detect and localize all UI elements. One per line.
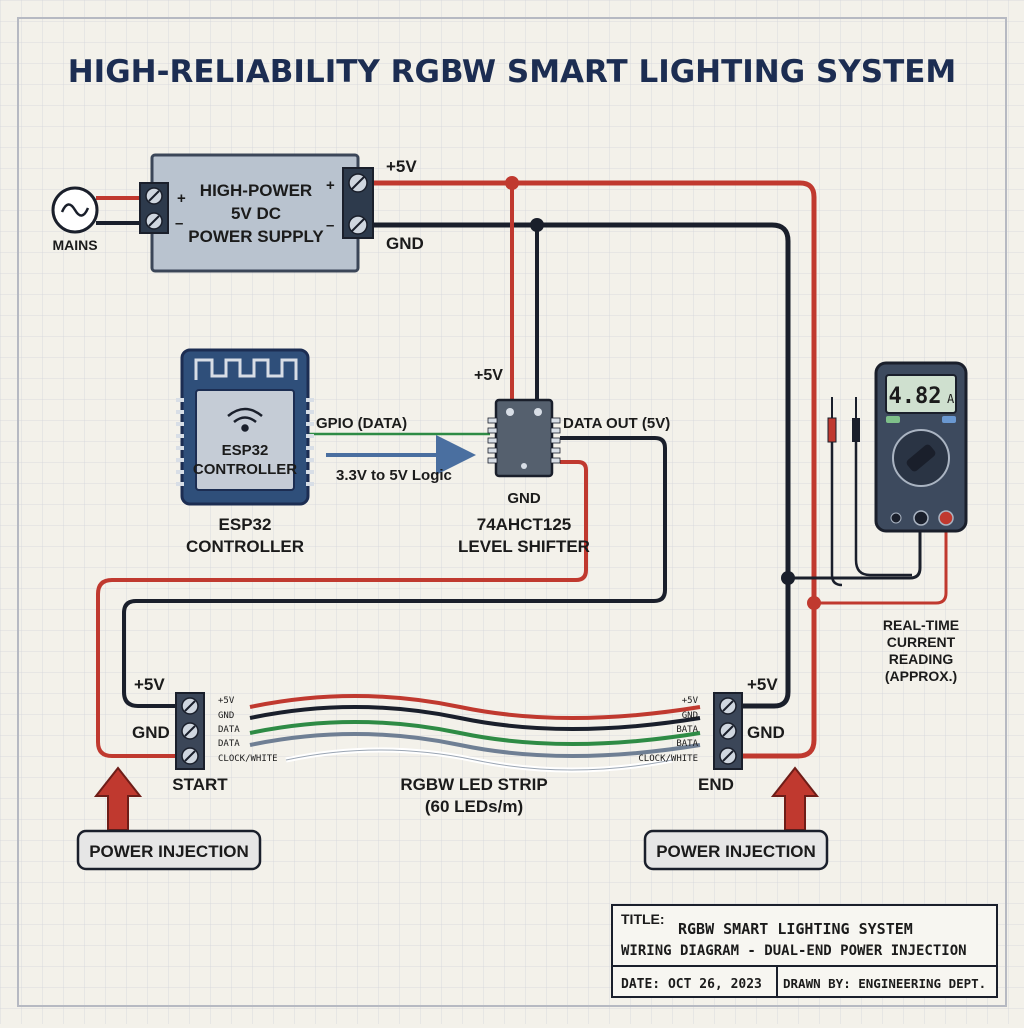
end-gnd-label: GND xyxy=(747,723,785,742)
end-pin-1: +5V xyxy=(682,696,699,706)
esp32-chip-line-1: ESP32 xyxy=(222,442,269,459)
title-block-date: DATE: OCT 26, 2023 xyxy=(621,977,762,992)
start-pin-3: DATA xyxy=(218,725,240,735)
junction-plus5v xyxy=(505,176,519,190)
start-plus5v-label: +5V xyxy=(134,675,165,694)
mains-label: MAINS xyxy=(52,237,97,253)
mains-symbol xyxy=(51,186,99,234)
psu-out-minus: – xyxy=(326,217,334,234)
strip-end-connector xyxy=(713,692,743,770)
psu-label-gnd: GND xyxy=(386,234,424,253)
meter-caption-line-3: READING xyxy=(889,651,954,667)
esp32-caption-line-1: ESP32 xyxy=(219,515,272,534)
meter-caption-line-1: REAL-TIME xyxy=(883,617,959,633)
shifter-gnd-label: GND xyxy=(507,490,541,507)
esp32-chip-line-2: CONTROLLER xyxy=(193,461,297,478)
strip-caption-line-1: RGBW LED STRIP xyxy=(400,775,547,794)
page-title: HIGH-RELIABILITY RGBW SMART LIGHTING SYS… xyxy=(68,54,957,90)
psu-label-plus5v: +5V xyxy=(386,157,417,176)
probe-left-cable xyxy=(830,440,843,587)
psu-title-line-1: HIGH-POWER xyxy=(200,181,312,200)
end-pin-3: BATA xyxy=(676,725,698,735)
end-plus5v-label: +5V xyxy=(747,675,778,694)
injection-box-right xyxy=(643,829,829,871)
meter-unit: A xyxy=(947,392,955,406)
wire-data-start xyxy=(122,436,667,708)
title-block-line-1: RGBW SMART LIGHTING SYSTEM xyxy=(678,920,913,938)
title-block xyxy=(611,904,998,998)
title-block-line-2: WIRING DIAGRAM - DUAL-END POWER INJECTIO… xyxy=(621,943,967,959)
meter-caption-line-4: (APPROX.) xyxy=(885,668,957,684)
bus-gnd-main xyxy=(372,222,791,709)
shifter-caption-line-2: LEVEL SHIFTER xyxy=(458,537,590,556)
junction-meter-plus xyxy=(807,596,821,610)
wire-plus5v-start xyxy=(96,460,588,758)
probe-right xyxy=(852,397,860,442)
strip-start-connector xyxy=(175,692,205,770)
meter-reading: 4.82 xyxy=(889,384,942,409)
gpio-data-label: GPIO (DATA) xyxy=(316,415,407,432)
injection-label-right: POWER INJECTION xyxy=(656,842,816,861)
multimeter xyxy=(874,361,968,533)
start-pin-5: CLOCK/WHITE xyxy=(218,754,278,764)
start-pin-1: +5V xyxy=(218,696,235,706)
junction-gnd xyxy=(530,218,544,232)
led-strip-wires xyxy=(249,694,701,773)
start-pin-4: DATA xyxy=(218,739,240,749)
psu-title-line-3: POWER SUPPLY xyxy=(188,227,324,246)
injection-label-left: POWER INJECTION xyxy=(89,842,249,861)
probe-left xyxy=(827,397,837,443)
power-supply xyxy=(139,153,374,273)
probe-lead-red xyxy=(814,528,948,605)
start-gnd-label: GND xyxy=(132,723,170,742)
bus-plus5v-main xyxy=(372,180,817,759)
title-block-key: TITLE: xyxy=(621,911,665,927)
level-shifter-chip xyxy=(487,398,561,478)
end-pin-5: CLOCK/WHITE xyxy=(638,754,698,764)
psu-title-line-2: 5V DC xyxy=(231,204,281,223)
shifter-vcc-label: +5V xyxy=(474,367,503,384)
esp32-caption-line-2: CONTROLLER xyxy=(186,537,304,556)
title-block-drawn-by: DRAWN BY: ENGINEERING DEPT. xyxy=(783,976,986,991)
meter-caption-line-2: CURRENT xyxy=(887,634,956,650)
logic-conversion-label: 3.3V to 5V Logic xyxy=(336,467,452,484)
psu-out-plus: + xyxy=(326,177,335,194)
strip-start-label: START xyxy=(172,775,228,794)
probe-right-cable xyxy=(854,440,912,577)
shifter-caption-line-1: 74AHCT125 xyxy=(477,515,572,534)
shifter-data-out-label: DATA OUT (5V) xyxy=(563,415,670,432)
end-pin-2: GND xyxy=(682,711,698,721)
end-pin-4: BATA xyxy=(676,739,698,749)
probe-lead-black xyxy=(788,528,922,580)
psu-in-minus: – xyxy=(175,215,183,232)
strip-caption-line-2: (60 LEDs/m) xyxy=(425,797,523,816)
psu-in-plus: + xyxy=(177,190,186,207)
start-pin-2: GND xyxy=(218,711,234,721)
strip-end-label: END xyxy=(698,775,734,794)
injection-box-left xyxy=(76,829,262,871)
wifi-icon xyxy=(227,407,263,432)
drawing-border xyxy=(17,17,1007,1007)
junction-meter-gnd xyxy=(781,571,795,585)
